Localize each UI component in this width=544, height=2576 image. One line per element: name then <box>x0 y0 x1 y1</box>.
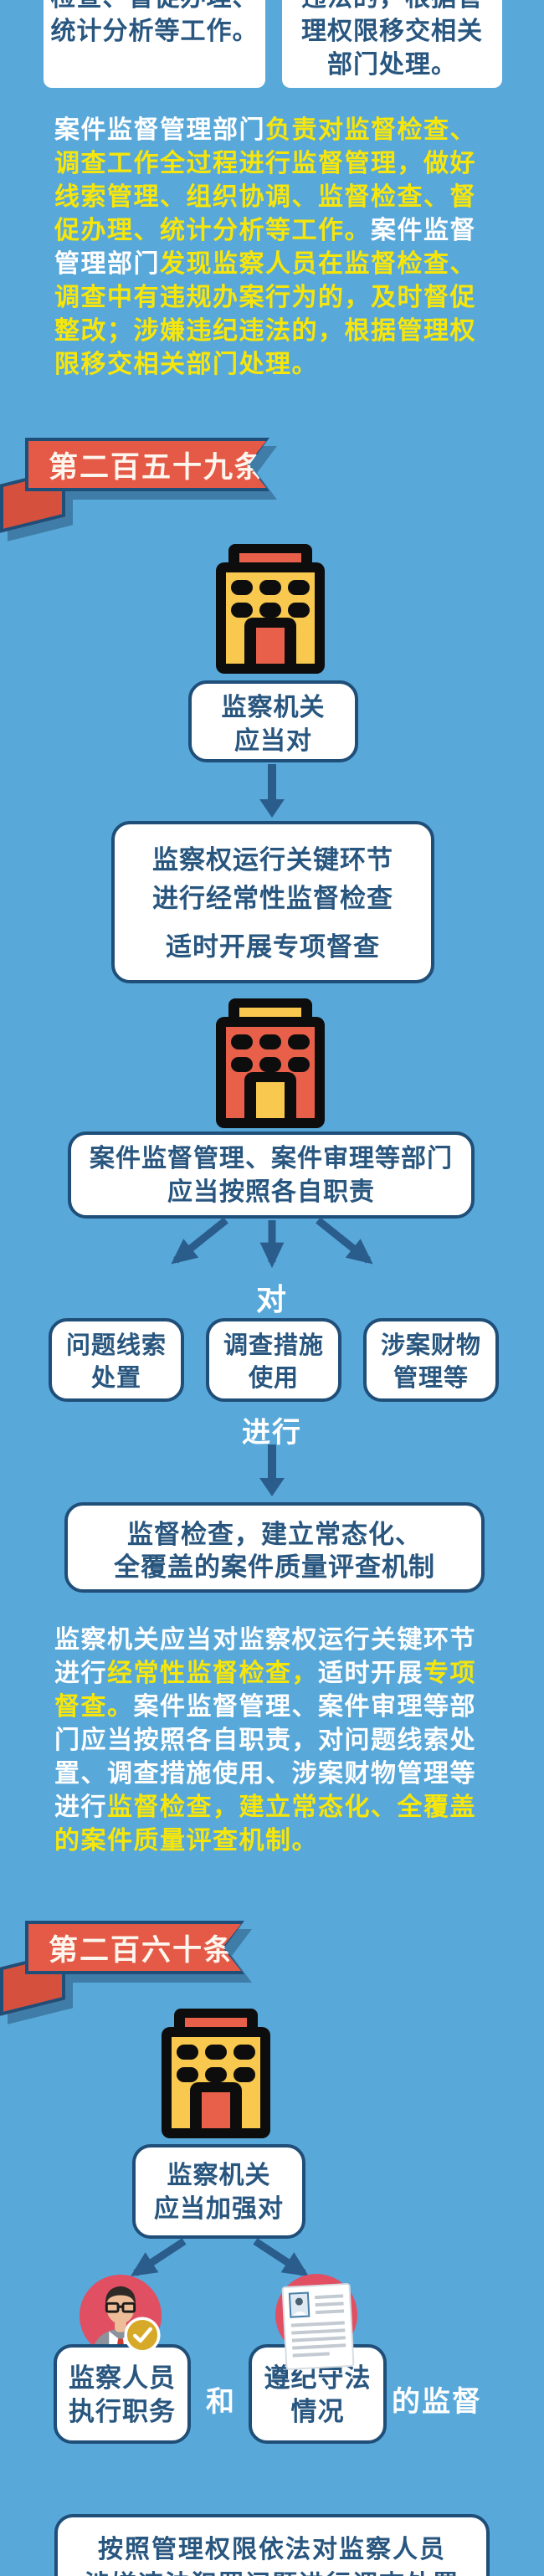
scope-box-259: 监察权运行关键环节进行经常性监督检查 适时开展专项督查 <box>111 821 434 983</box>
down-arrow-icon <box>259 764 285 818</box>
down-arrow-icon <box>259 1445 285 1496</box>
ribbon-band: 第二百五十九条 <box>25 438 269 491</box>
ribbon-band: 第二百六十条 <box>25 1921 244 1974</box>
scope-box-main: 监察权运行关键环节进行经常性监督检查 <box>152 845 393 913</box>
check-badge-icon <box>124 2317 161 2353</box>
result-box-259: 监督检查，建立常态化、全覆盖的案件质量评查机制 <box>64 1502 485 1593</box>
ribbon-banner-article-260: 第二百六十条 <box>0 1921 244 2016</box>
building-body <box>216 562 325 674</box>
ribbon-fill <box>28 1924 241 1971</box>
building-door <box>244 618 296 664</box>
org-box-259: 监察机关应当对 <box>188 680 358 762</box>
item-box-assets: 涉案财物管理等 <box>363 1318 499 1402</box>
building-body <box>162 2027 270 2138</box>
header-left-card: 检查、督促办理、统计分析等工作。 <box>44 0 265 88</box>
scope-box-sub: 适时开展专项督查 <box>166 932 380 962</box>
connector-dui: 对 <box>255 1282 288 1316</box>
duty-box-260: 监察人员执行职务 <box>54 2344 191 2444</box>
building-icon <box>216 998 325 1128</box>
ribbon-banner-article-259: 第二百五十九条 <box>0 438 269 533</box>
document-icon <box>281 2283 355 2370</box>
summary-paragraph-259: 案件监督管理部门负责对监督检查、调查工作全过程进行监督管理，做好线索管理、组织协… <box>54 116 476 378</box>
building-body <box>216 1017 325 1128</box>
supervision-suffix-label: 的监督 <box>392 2386 482 2418</box>
building-door <box>244 1072 296 1118</box>
fan-arrows-icon <box>130 2238 310 2276</box>
building-icon <box>162 2009 270 2138</box>
summary-paragraph-259-text: 监察机关应当对监察权运行关键环节进行经常性监督检查，适时开展专项督查。案件监督管… <box>54 1626 476 1855</box>
building-icon <box>216 544 325 674</box>
article-259-title: 第二百五十九条 <box>49 450 266 484</box>
article-260-title: 第二百六十条 <box>49 1933 235 1967</box>
dept-box-259: 案件监督管理、案件审理等部门应当按照各自职责 <box>68 1131 475 1219</box>
org-box-260: 监察机关应当加强对 <box>132 2144 305 2239</box>
fan-arrows-icon <box>171 1217 373 1269</box>
header-right-card: 违法的，根据管理权限移交相关部门处理。 <box>282 0 502 88</box>
item-box-clues: 问题线索处置 <box>49 1318 184 1402</box>
building-door <box>190 2082 242 2128</box>
connector-he: 和 <box>206 2386 236 2418</box>
bottom-box-260: 按照管理权限依法对监察人员涉嫌违法犯罪问题进行调查处置 <box>54 2514 490 2576</box>
item-box-measures: 调查措施使用 <box>206 1318 341 1402</box>
connector-jinxing: 进行 <box>242 1417 302 1449</box>
ribbon-fill <box>28 441 266 488</box>
